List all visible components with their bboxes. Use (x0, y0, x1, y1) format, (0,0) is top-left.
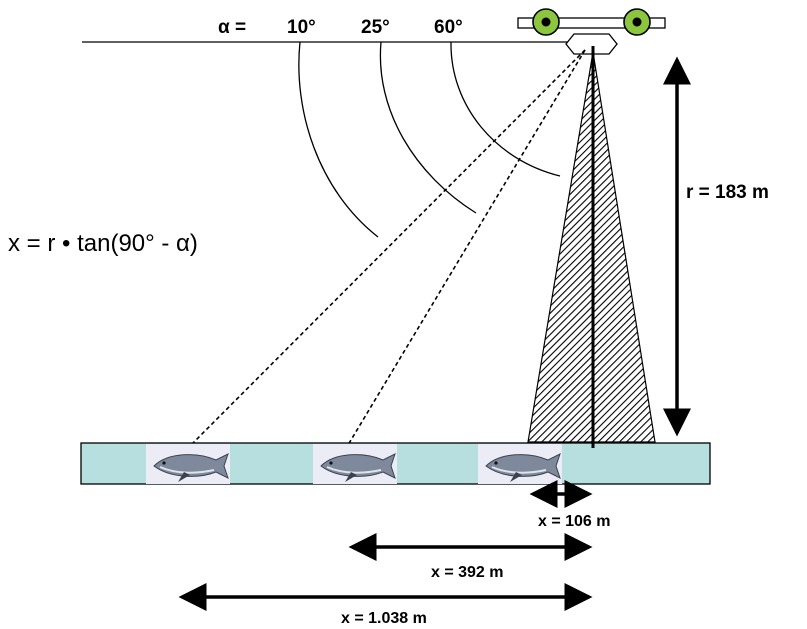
angle-label-10: 10° (287, 17, 316, 38)
formula-text: x = r • tan(90° - α) (8, 230, 198, 257)
float-icon (532, 8, 560, 36)
angle-arc-25 (379, 41, 477, 214)
distance-label-106: x = 106 m (538, 513, 611, 530)
angle-arc-10 (298, 41, 379, 238)
sonar-ray-25 (344, 49, 586, 451)
buoy (517, 8, 666, 55)
distance-label-392: x = 392 m (431, 564, 504, 581)
distance-label-1038: x = 1.038 m (341, 610, 427, 627)
float-icon (623, 8, 651, 36)
fish-icon (478, 444, 562, 484)
sonar-ray-10 (185, 49, 586, 451)
angle-arc-60 (450, 41, 561, 177)
alpha-label: α = (218, 17, 246, 38)
range-label: r = 183 m (686, 182, 769, 203)
angle-label-25: 25° (361, 17, 390, 38)
angle-label-60: 60° (434, 17, 463, 38)
fish-icon (146, 444, 230, 484)
transducer-icon (565, 33, 618, 55)
fish-icon (313, 444, 397, 484)
